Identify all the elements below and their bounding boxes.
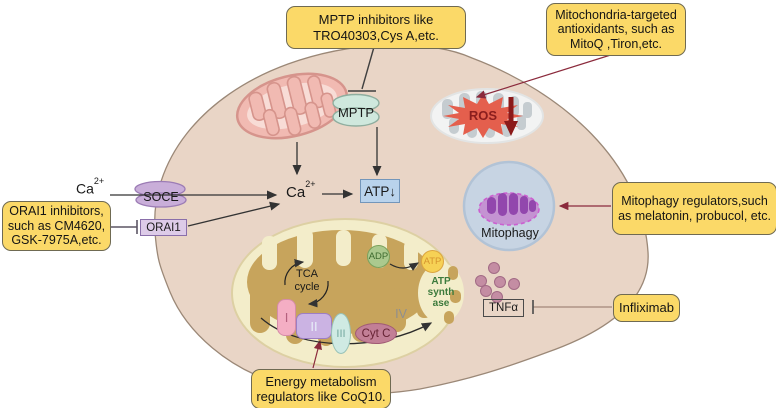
ros-decrease-arrow xyxy=(504,97,518,136)
tca-label-line2: cycle xyxy=(294,281,320,293)
mptp-inhibitors-line1: MPTP inhibitors like xyxy=(318,12,434,28)
mitophagy-regulators-line2: as melatonin, probucol, etc. xyxy=(618,208,771,223)
orai1-inhibitors-box: ORAI1 inhibitors, such as CM4620, GSK-79… xyxy=(2,201,111,251)
complex-iv: IV xyxy=(395,307,407,321)
atp-decrease-arrow-icon: ↓ xyxy=(389,183,396,199)
mitochondrion-upper xyxy=(235,72,349,140)
orai1-channel: ORAI1 xyxy=(140,219,187,236)
infliximab-box: Infliximab xyxy=(613,294,680,322)
complex-ii: II xyxy=(296,313,332,339)
antioxidants-line1: Mitochondria-targeted xyxy=(555,7,677,22)
soce-channel-label: SOCE xyxy=(143,190,179,204)
orai1-inhibitors-line3: GSK-7975A,etc. xyxy=(11,233,102,248)
tca-cycle-arrow-right xyxy=(307,280,329,308)
mptp-channel xyxy=(332,93,380,127)
energy-regulators-line2: regulators like CoQ10. xyxy=(256,389,386,404)
ros-label: ROS xyxy=(468,108,498,123)
tca-label-line1: TCA xyxy=(296,268,318,280)
atp-molecule: ATP xyxy=(421,250,444,273)
energy-regulators-box: Energy metabolism regulators like CoQ10. xyxy=(251,369,391,408)
tnfa-box: TNFα xyxy=(483,299,524,317)
mitophagy-regulators-box: Mitophagy regulators,such as melatonin, … xyxy=(612,182,776,235)
atp-level-box: ATP↓ xyxy=(360,179,400,203)
orai1-inhibitors-line1: ORAI1 inhibitors, xyxy=(9,204,104,219)
arrow-adp-to-atp xyxy=(389,262,420,271)
orai1-inhibitors-line2: such as CM4620, xyxy=(7,218,106,233)
adp-molecule: ADP xyxy=(367,245,390,268)
mptp-inhibitors-box: MPTP inhibitors like TRO40303,Cys A,etc. xyxy=(286,6,466,49)
tca-cycle-arrow-left xyxy=(284,259,305,286)
soce-channel-graphic xyxy=(134,180,187,208)
mitophagy-label: Mitophagy xyxy=(481,226,539,240)
mitophagy-vesicle xyxy=(462,160,556,252)
antioxidants-line2: antioxidants, such as xyxy=(557,22,675,37)
atp-synthase-label-line2: synth xyxy=(427,287,455,298)
calcium-extracellular-label: Ca2+ xyxy=(76,176,105,197)
inhibition-line-mptp xyxy=(361,46,375,90)
infliximab-label: Infliximab xyxy=(619,300,674,316)
arrow-antioxidants-to-ros xyxy=(475,52,618,99)
energy-regulators-line1: Energy metabolism xyxy=(265,373,377,389)
arrow-orai1-to-ca xyxy=(187,201,281,227)
mptp-inhibitors-line2: TRO40303,Cys A,etc. xyxy=(313,27,439,43)
calcium-cytosolic-label: Ca2+ xyxy=(286,179,316,201)
arrow-energy-to-complex2 xyxy=(312,339,322,369)
engulfed-mitochondrion-icon xyxy=(478,192,540,226)
antioxidants-box: Mitochondria-targeted antioxidants, such… xyxy=(546,3,686,56)
mitophagy-regulators-line1: Mitophagy regulators,such xyxy=(621,194,768,208)
atp-synthase-label-line3: ase xyxy=(432,298,450,309)
cytochrome-c: Cyt C xyxy=(355,323,397,344)
complex-iii: III xyxy=(331,313,351,354)
mptp-label: MPTP xyxy=(337,105,375,120)
atp-synthase-label-line1: ATP xyxy=(431,276,451,287)
ros-burst-icon xyxy=(443,94,523,138)
complex-i: I xyxy=(277,299,296,336)
antioxidants-line3: MitoQ ,Tiron,etc. xyxy=(570,36,662,51)
